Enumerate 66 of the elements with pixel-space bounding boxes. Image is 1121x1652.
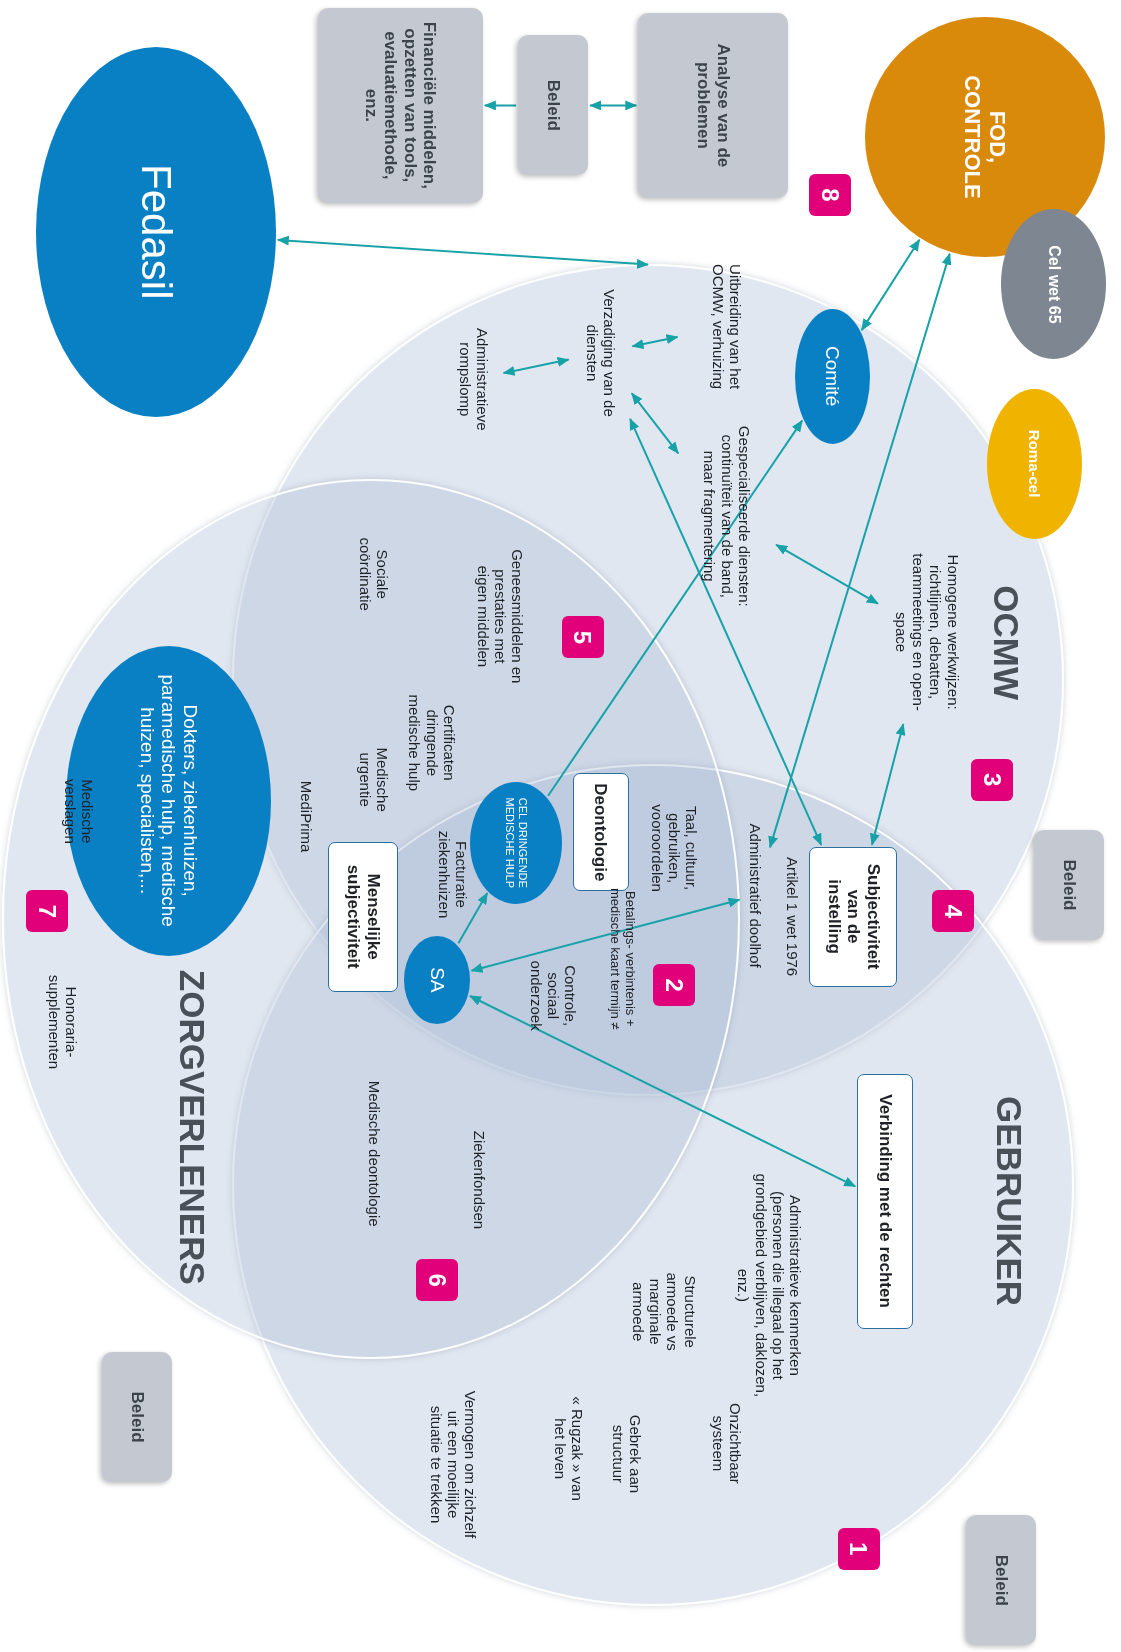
number-badge: 1: [837, 1527, 880, 1570]
note-text: Medische deontologie: [365, 1079, 383, 1229]
concept-text: Administratief doolhof: [741, 809, 770, 982]
note-text: Medische verslagen: [61, 777, 97, 846]
concept-text: Homogene werkwijzen: richtlijnen, debatten, teammeetings en open-space: [879, 542, 975, 723]
note-text: Taal, cultuur, gebruiken, vooroordelen: [648, 803, 701, 894]
note-text: Ziekenfondsen: [470, 1129, 488, 1232]
note-text: Structurele armoede vs marginale armoede: [629, 1271, 699, 1353]
arrow: [869, 723, 906, 846]
note-text: Gebrek aan structuur: [609, 1413, 645, 1496]
arrow: [860, 238, 921, 332]
number-badge: 3: [971, 758, 1014, 801]
note-text: MediPrima: [296, 779, 315, 855]
arrow: [631, 334, 679, 349]
note-text: Facturatie ziekenhuizen: [435, 829, 471, 921]
note-text: « Rugzak » van het leven: [551, 1395, 587, 1503]
arrow: [629, 417, 823, 846]
note-text: Medische urgentie: [356, 746, 392, 814]
outlined-box: Subjectiviteit van de instelling: [809, 846, 898, 987]
arrow: [630, 392, 680, 455]
number-badge: 8: [809, 173, 852, 216]
number-badge: 2: [653, 964, 696, 1007]
note-text: Vermogen om zichzelf uit een moeilijke situatie te trekken: [427, 1389, 479, 1540]
number-badge: 6: [416, 1259, 459, 1302]
note-text: Administratieve kenmerken (personen die illegaal op het grondgebied verblijven, daklozen, enz.): [734, 1172, 804, 1398]
concept-text: Administratieve rompslomp: [446, 318, 502, 441]
rounded-box: Financiële middelen, opzetten van tools, evaluatiemethode, enz.: [317, 7, 483, 203]
concept-text: Verzadiging van de diensten: [570, 288, 631, 417]
ellipse-node: CEL DRINGENDE MEDISCHE HULP: [470, 781, 563, 904]
arrow: [276, 235, 649, 269]
note-text: Artikel 1 wet 1976: [783, 855, 801, 979]
number-badge: 4: [932, 890, 975, 933]
arrow: [547, 419, 804, 797]
note-text: Certificaten dringende medische hulp: [406, 693, 458, 794]
circle-heading: GEBRUIKER: [989, 1096, 1030, 1307]
ellipse-node: Fedasil: [35, 46, 276, 417]
number-badge: 7: [26, 890, 69, 933]
outlined-box: Verbinding met de rechten: [857, 1073, 913, 1329]
outlined-box: Menselijke subjectiviteit: [328, 841, 399, 992]
arrow: [589, 100, 638, 111]
arrow: [483, 100, 518, 111]
note-text: Sociale coördinatie: [356, 536, 392, 613]
concept-text: Uitbreiding van het OCMW, verhuizing: [679, 259, 775, 395]
note-text: Honoraria- supplementen: [45, 973, 81, 1072]
circle-heading: ZORGVERLENERS: [171, 969, 212, 1285]
rounded-box: Beleid: [101, 1352, 172, 1483]
arrow: [775, 543, 879, 605]
ellipse-node: Roma-cel: [987, 388, 1083, 539]
note-text: Controle, sociaal onderzoek: [527, 959, 579, 1033]
arrow: [768, 252, 952, 849]
rounded-box: Beleid: [965, 1515, 1036, 1646]
rounded-box: Analyse van de problemen: [638, 12, 789, 198]
rounded-box: Beleid: [518, 35, 589, 176]
circle-heading: OCMW: [986, 585, 1027, 700]
arrow: [457, 892, 489, 945]
rounded-box: Beleid: [1034, 830, 1105, 940]
arrow: [502, 356, 570, 376]
number-badge: 5: [561, 616, 604, 659]
ellipse-node: SA: [404, 935, 471, 1024]
arrow: [470, 897, 741, 973]
concept-text: Gespecialiseerde diensten: continuïteit van de band, maar fragmentering: [679, 423, 775, 609]
arrow: [469, 995, 857, 1188]
ellipse-node: Comité: [794, 308, 870, 444]
ellipse-node: Cel wet 65: [1001, 209, 1107, 360]
note-text: Geneesmiddelen en prestaties met eigen middelen: [474, 548, 527, 684]
note-text: Onzichtbaar systeem: [709, 1401, 745, 1486]
